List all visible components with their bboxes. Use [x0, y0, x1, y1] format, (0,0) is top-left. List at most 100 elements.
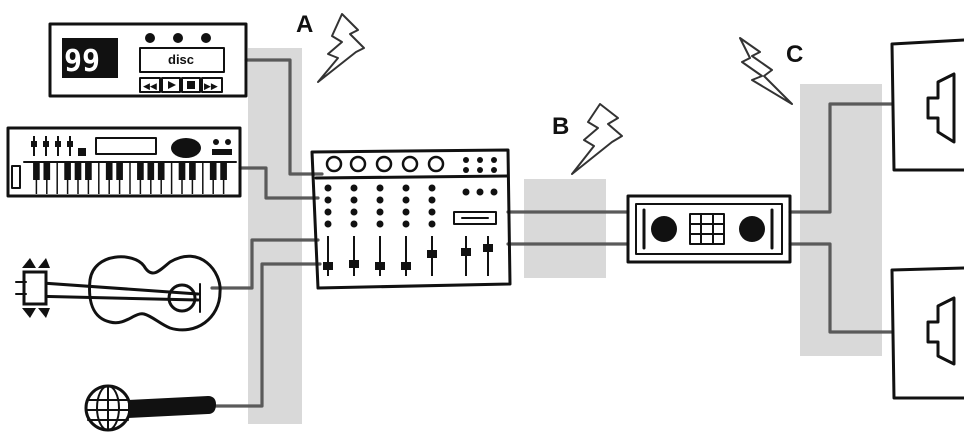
mixer-channel-knob: [350, 196, 358, 204]
keyboard-slider-cap: [55, 141, 61, 147]
mixer-fader-cap: [349, 260, 359, 268]
keyboard-slider-cap: [67, 141, 73, 147]
mixer-knobs: [324, 155, 498, 228]
cable-amp-to-speaker-bottom: [788, 242, 894, 334]
zone-a-band: [248, 48, 302, 424]
mixer-channel-knob: [350, 208, 358, 216]
keyboard-black-key: [43, 162, 51, 180]
mixer-channel-knob: [324, 220, 332, 228]
keyboard-black-key: [147, 162, 155, 180]
mixer-top-knob: [427, 155, 445, 173]
speaker-bottom: [890, 266, 964, 400]
keyboard-display: [95, 137, 157, 155]
keyboard-black-key: [105, 162, 113, 180]
mixer-channel-knob: [428, 208, 436, 216]
keyboard-black-key: [74, 162, 82, 180]
keyboard-black-key: [209, 162, 217, 180]
mixer-master-knob: [462, 188, 470, 196]
cable-amp-to-speaker-top: [788, 102, 894, 214]
mixer-fader-cap: [461, 248, 471, 256]
svg-text:▶▶: ▶▶: [204, 82, 218, 92]
mixer-channel-knob: [428, 184, 436, 192]
cable-keyboard-to-mixer: [238, 166, 320, 200]
cd-display-readout: 99: [64, 44, 100, 79]
keyboard-button: [78, 148, 86, 156]
keyboard-black-key: [116, 162, 123, 180]
keyboard-black-key: [189, 162, 196, 180]
cd-player: 99 disc ◀◀ ▶▶: [48, 22, 248, 98]
cd-disc-label: disc: [168, 52, 194, 67]
keyboard-black-key: [64, 162, 71, 180]
mixer-channel-knob: [428, 196, 436, 204]
cd-display: [62, 38, 118, 78]
mixer-top-button: [477, 167, 483, 173]
amp-left-meter-icon: [651, 216, 677, 242]
mixer-top-knob: [401, 155, 419, 173]
mixer-fader-cap: [427, 250, 437, 258]
keyboard-black-key: [220, 162, 227, 180]
keyboard-black-key: [157, 162, 165, 180]
mixer-master-knob: [476, 188, 484, 196]
mixer-top-button: [463, 157, 469, 163]
mixer-channel-knob: [402, 184, 410, 192]
mixer-channel-knob: [402, 220, 410, 228]
mixer-faders: [323, 236, 493, 276]
mixer-channel-knob: [350, 220, 358, 228]
forward-button: [201, 77, 223, 93]
keyboard-slider-cap: [31, 141, 37, 147]
mixer-channel-knob: [402, 196, 410, 204]
mixer-top-knob: [375, 155, 393, 173]
amp-right-meter-icon: [739, 216, 765, 242]
speaker-top: [890, 38, 964, 172]
microphone: [84, 384, 216, 432]
mixer-channel-knob: [324, 208, 332, 216]
keyboard-slider-cap: [43, 141, 49, 147]
mixer-top-button: [463, 167, 469, 173]
wireless-bolt-icon: [739, 37, 793, 105]
stop-button: [181, 77, 201, 93]
mixer-top-knob: [349, 155, 367, 173]
mixer-channel-knob: [376, 184, 384, 192]
mixer-top-button: [491, 167, 497, 173]
cables: [210, 58, 894, 408]
mixing-console: [310, 148, 512, 290]
zone-b-band: [524, 179, 606, 278]
mixer-channel-knob: [376, 196, 384, 204]
mixer-fader-cap: [375, 262, 385, 270]
zone-c-band: [800, 84, 882, 356]
zone-a-label: A: [296, 11, 313, 38]
keyboard-black-key: [178, 162, 186, 180]
mixer-fader-cap: [323, 262, 333, 270]
keyboard-speaker-grille: [171, 138, 201, 158]
play-button: [161, 77, 181, 93]
keyboard-black-key: [33, 162, 40, 180]
zone-c-label: C: [786, 41, 803, 68]
mixer-channel-knob: [376, 220, 384, 228]
mixer-channel-knob: [324, 184, 332, 192]
keyboard-synth: [6, 126, 242, 198]
mixer-master-knob: [490, 188, 498, 196]
keyboard-black-key: [85, 162, 92, 180]
wireless-bolt-icon: [571, 103, 623, 175]
mixer-display: [453, 211, 497, 225]
mixer-fader-cap: [483, 244, 493, 252]
mixer-top-knob: [325, 155, 343, 173]
cable-cd-to-mixer: [244, 58, 324, 176]
keyboard-keys: [33, 162, 227, 194]
keyboard-black-key: [137, 162, 144, 180]
wireless-bolt-icon: [317, 13, 365, 83]
cable-mic-to-mixer: [210, 262, 322, 408]
mixer-channel-knob: [402, 208, 410, 216]
zone-b-label: B: [552, 113, 569, 140]
keyboard-controls: [31, 136, 86, 156]
mixer-top-button: [491, 157, 497, 163]
mixer-channel-knob: [350, 184, 358, 192]
mixer-fader-cap: [401, 262, 411, 270]
power-amplifier: [626, 194, 792, 264]
svg-text:◀◀: ◀◀: [143, 82, 157, 92]
acoustic-guitar: [15, 254, 222, 332]
rewind-button: [139, 77, 161, 93]
mixer-channel-knob: [376, 208, 384, 216]
mixer-top-button: [477, 157, 483, 163]
